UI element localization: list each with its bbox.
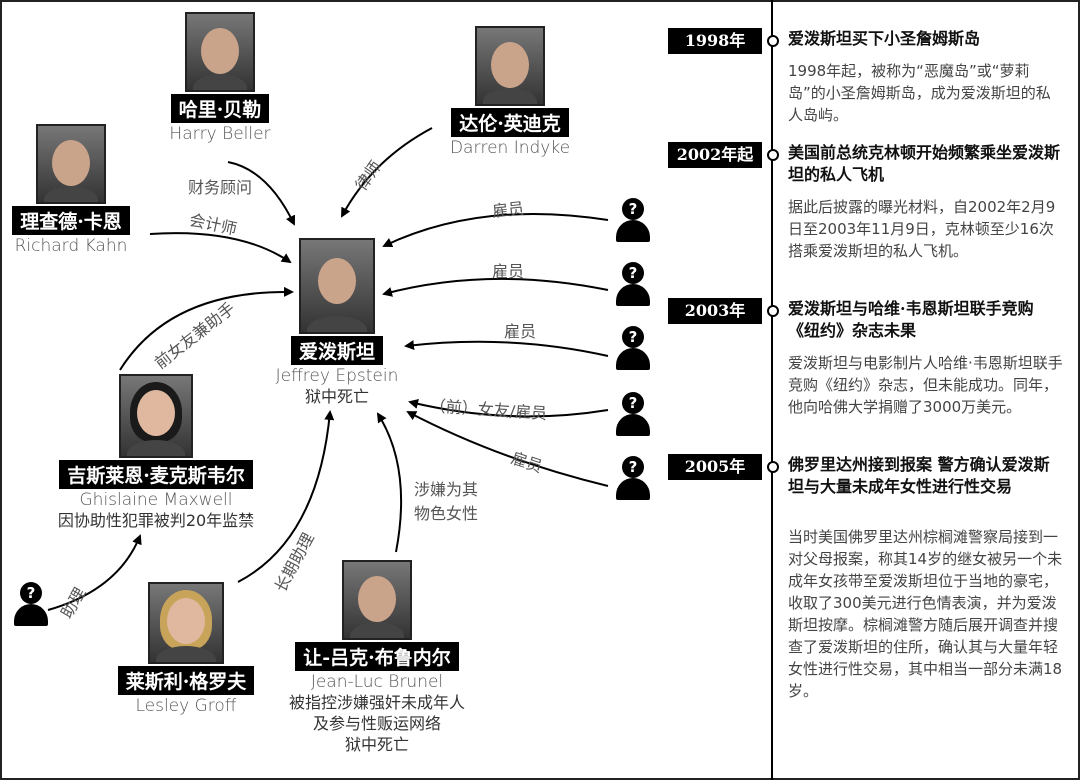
indyke-cn-name: 达伦·英迪克 bbox=[451, 108, 569, 137]
arrow-beller bbox=[227, 161, 296, 226]
arrow-employee2 bbox=[382, 277, 609, 297]
event-title: 爱泼斯坦与哈维·韦恩斯坦联手竞购《纽约》杂志未果 bbox=[788, 299, 1034, 340]
brunel-photo bbox=[342, 560, 412, 640]
arrow-indyke bbox=[341, 127, 433, 218]
brunel-note-3: 狱中死亡 bbox=[344, 735, 409, 754]
kahn-photo bbox=[36, 124, 106, 204]
anon-person-2: ? bbox=[616, 262, 650, 306]
anon-person-5: ? bbox=[616, 456, 650, 500]
groff-cn-name: 莱斯利·格罗夫 bbox=[117, 666, 255, 695]
indyke-photo bbox=[475, 26, 545, 106]
beller-cn-name: 哈里·贝勒 bbox=[170, 94, 270, 123]
person-kahn: 理查德·卡恩 Richard Kahn bbox=[0, 124, 142, 256]
event-title: 爱泼斯坦买下小圣詹姆斯岛 bbox=[788, 29, 981, 48]
relation-employee-3: 雇员 bbox=[504, 322, 537, 341]
event-year: 2002年起 bbox=[668, 142, 762, 168]
arrow-maxwell bbox=[119, 286, 294, 371]
person-brunel: 让-吕克·布鲁内尔 Jean-Luc Brunel 被指控涉嫌强奸未成年人 及参… bbox=[262, 560, 492, 755]
event-title: 佛罗里达州接到报案 警方确认爱泼斯坦与大量未成年女性进行性交易 bbox=[788, 455, 1050, 496]
person-beller: 哈里·贝勒 Harry Beller bbox=[150, 12, 290, 144]
event-year: 2005年 bbox=[668, 454, 762, 480]
event-description: 爱泼斯坦与电影制片人哈维·韦恩斯坦联手竞购《纽约》杂志，但未能成功。同年，他向哈… bbox=[788, 354, 1063, 416]
epstein-note: 狱中死亡 bbox=[304, 387, 369, 406]
beller-photo bbox=[185, 12, 255, 92]
anon-person-6: ? bbox=[14, 582, 48, 626]
maxwell-cn-name: 吉斯莱恩·麦克斯韦尔 bbox=[59, 460, 253, 489]
person-epstein: 爱泼斯坦 Jeffrey Epstein 狱中死亡 bbox=[262, 238, 412, 407]
anon-question-icon: ? bbox=[622, 326, 644, 348]
anon-person-1: ? bbox=[616, 198, 650, 242]
timeline-dot-icon bbox=[767, 35, 779, 47]
event-year: 1998年 bbox=[668, 28, 762, 54]
event-title: 美国前总统克林顿开始频繁乘坐爱泼斯坦的私人飞机 bbox=[788, 143, 1061, 184]
kahn-en-name: Richard Kahn bbox=[14, 236, 128, 256]
arrow-groff bbox=[237, 410, 335, 583]
event-description: 据此后披露的曝光材料，自2002年2月9日至2003年11月9日，克林顿至少16… bbox=[788, 198, 1056, 260]
timeline-dot-icon bbox=[767, 305, 779, 317]
epstein-cn-name: 爱泼斯坦 bbox=[290, 336, 383, 365]
arrow-brunel bbox=[376, 412, 403, 553]
anon-question-icon: ? bbox=[622, 198, 644, 220]
timeline-dot-icon bbox=[767, 461, 779, 473]
anon-question-icon: ? bbox=[622, 392, 644, 414]
anon-person-3: ? bbox=[616, 326, 650, 370]
relation-brunel-2: 物色女性 bbox=[414, 504, 479, 523]
indyke-en-name: Darren Indyke bbox=[449, 138, 571, 158]
arrow-kahn bbox=[149, 232, 292, 264]
epstein-en-name: Jeffrey Epstein bbox=[275, 366, 399, 386]
anon-question-icon: ? bbox=[622, 456, 644, 478]
person-groff: 莱斯利·格罗夫 Lesley Groff bbox=[106, 582, 266, 716]
arrow-employee4 bbox=[406, 411, 609, 487]
maxwell-note: 因协助性犯罪被判20年监禁 bbox=[57, 511, 255, 530]
groff-photo bbox=[148, 582, 224, 664]
relation-employee-1: 雇员 bbox=[491, 198, 525, 221]
person-maxwell: 吉斯莱恩·麦克斯韦尔 Ghislaine Maxwell 因协助性犯罪被判20年… bbox=[26, 374, 286, 531]
arrow-employee1 bbox=[382, 212, 609, 248]
event-description: 当时美国佛罗里达州棕榈滩警察局接到一对父母报案，称其14岁的继女被另一个未成年女… bbox=[788, 528, 1063, 700]
relation-beller: 财务顾问 bbox=[188, 178, 253, 197]
maxwell-photo bbox=[119, 374, 193, 458]
beller-en-name: Harry Beller bbox=[169, 124, 271, 144]
timeline-dot-icon bbox=[767, 149, 779, 161]
brunel-cn-name: 让-吕克·布鲁内尔 bbox=[295, 642, 459, 671]
relation-brunel-1: 涉嫌为其 bbox=[414, 480, 479, 499]
arrow-exgirlfriend bbox=[408, 399, 609, 418]
anon-question-icon: ? bbox=[622, 262, 644, 284]
brunel-note-2: 及参与性贩运网络 bbox=[312, 714, 441, 733]
kahn-cn-name: 理查德·卡恩 bbox=[12, 206, 130, 235]
event-year: 2003年 bbox=[668, 298, 762, 324]
groff-en-name: Lesley Groff bbox=[135, 696, 237, 716]
epstein-photo bbox=[299, 238, 375, 334]
arrow-anon-maxwell bbox=[47, 534, 142, 611]
brunel-en-name: Jean-Luc Brunel bbox=[310, 672, 444, 692]
maxwell-en-name: Ghislaine Maxwell bbox=[79, 490, 233, 510]
relation-employee-2: 雇员 bbox=[492, 262, 525, 281]
person-indyke: 达伦·英迪克 Darren Indyke bbox=[435, 26, 585, 158]
brunel-note-1: 被指控涉嫌强奸未成年人 bbox=[288, 693, 465, 712]
anon-question-icon: ? bbox=[20, 582, 42, 604]
event-description: 1998年起，被称为“恶魔岛”或“萝莉岛”的小圣詹姆斯岛，成为爱泼斯坦的私人岛屿… bbox=[788, 62, 1051, 124]
anon-person-4: ? bbox=[616, 392, 650, 436]
arrow-employee3 bbox=[404, 340, 609, 357]
